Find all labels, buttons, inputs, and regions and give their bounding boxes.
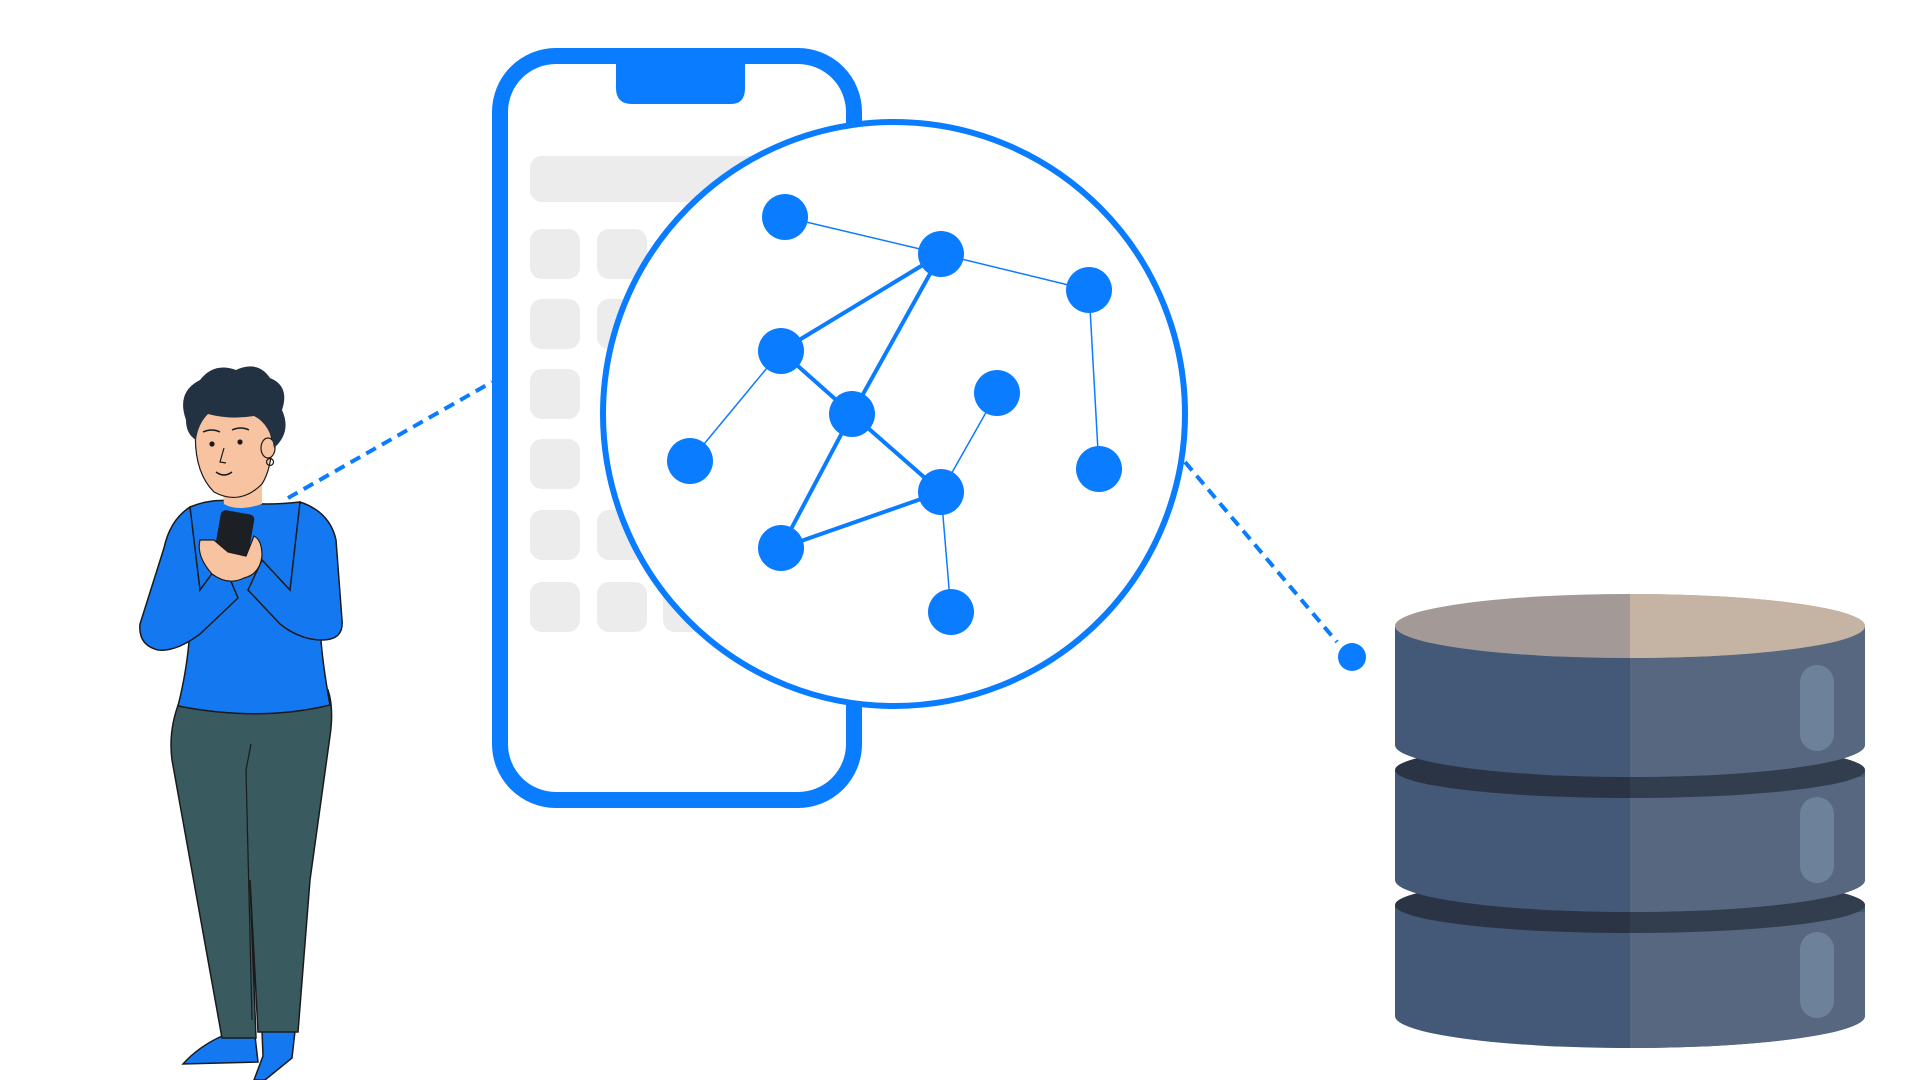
person-icon bbox=[139, 366, 343, 1080]
database-icon bbox=[1395, 594, 1865, 1048]
person-phone-connector bbox=[287, 380, 493, 500]
shoe-left bbox=[181, 1035, 259, 1065]
magnifier-circle bbox=[600, 119, 1188, 709]
connector-end-dot bbox=[1338, 643, 1366, 671]
network-graph-icon bbox=[600, 119, 1188, 709]
arm-left bbox=[139, 505, 239, 651]
graph-database-connector bbox=[1183, 460, 1339, 644]
graph-nodes bbox=[667, 194, 1122, 635]
arm-right bbox=[247, 500, 343, 641]
phone-notch bbox=[616, 62, 745, 104]
hair bbox=[183, 366, 286, 448]
database-disk-top bbox=[1395, 594, 1865, 777]
shoe-right bbox=[253, 1030, 296, 1080]
hands bbox=[198, 535, 263, 582]
dashed-connectors bbox=[287, 380, 1366, 671]
